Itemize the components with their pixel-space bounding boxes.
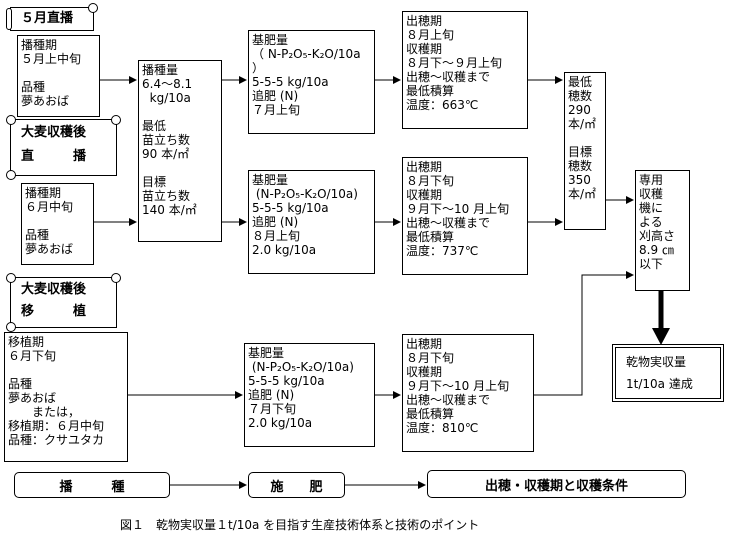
fertilizer-june-box: 基肥量 (N-P₂O₅-K₂O/10a) 5-5-5 kg/10a 追肥 (N)… — [248, 170, 375, 274]
sowing-june-box: 播種期 ６月中旬 品種 夢あおば — [21, 183, 94, 265]
transplant-box: 移植期 ６月下旬 品種 夢あおば または， 移植期：６月中旬 品種：クサユタカ — [4, 332, 128, 462]
arrow-heading-trans-to-harvester — [532, 271, 634, 396]
label-barley-direct-line1: 大麦収穫後 — [21, 125, 87, 140]
label-barley-direct-line2: 直 播 — [21, 149, 87, 164]
heading-transplant-box: 出穂期 ８月下旬 収穫期 ９月下～10 月上旬 出穂～収穫まで 最低積算 温度：… — [402, 334, 534, 452]
result-box: 乾物実収量 1t/10a 達成 — [612, 344, 724, 402]
seeding-rate-box: 播種量 6.4～8.1 kg/10a 最低 苗立ち数 90 本/㎡ 目標 苗立ち… — [138, 60, 222, 242]
arrow-head-result — [652, 328, 670, 345]
label-may-direct-text: ５月直播 — [21, 11, 74, 26]
ear-count-box: 最低 穂数 290 本/㎡ 目標 穂数 350 本/㎡ — [564, 72, 606, 230]
heading-june-box: 出穂期 ８月下旬 収穫期 ９月下～10 月上旬 出穂～収穫まで 最低積算 温度：… — [402, 157, 528, 275]
harvester-box: 専用 収穫 機に よる 刈高さ 8.9 ㎝ 以下 — [635, 170, 690, 291]
result-line2: 1t/10a 達成 — [626, 377, 693, 391]
fertilizer-may-box: 基肥量 （ N-P₂O₅-K₂O/10a ） 5-5-5 kg/10a 追肥 (… — [248, 30, 375, 134]
stage-sowing-text: 播 種 — [59, 479, 125, 495]
stage-sowing: 播 種 — [14, 472, 170, 498]
label-barley-transplant-line1: 大麦収穫後 — [21, 282, 87, 297]
figure-caption: 図１ 乾物実収量１t/10a を目指す生産技術体系と技術のポイント — [120, 518, 480, 532]
stage-fertilizer-text: 施 肥 — [270, 479, 323, 495]
stage-heading-harvest: 出穂・収穫期と収穫条件 — [427, 470, 686, 498]
label-may-direct: ５月直播 — [6, 3, 98, 31]
stage-fertilizer: 施 肥 — [248, 472, 345, 498]
fertilizer-transplant-box: 基肥量 (N-P₂O₅-K₂O/10a) 5-5-5 kg/10a 追肥 (N)… — [244, 343, 375, 447]
sowing-may-box: 播種期 ５月上中旬 品種 夢あおば — [17, 35, 100, 117]
label-barley-transplant-line2: 移 植 — [21, 304, 87, 319]
heading-may-box: 出穂期 ８月上旬 収穫期 ８月下～９月上旬 出穂～収穫まで 最低積算 温度：66… — [402, 11, 528, 129]
result-line1: 乾物実収量 — [626, 355, 687, 369]
label-barley-transplant: 大麦収穫後 移 植 — [6, 273, 121, 332]
stage-heading-harvest-text: 出穂・収穫期と収穫条件 — [484, 478, 628, 494]
label-barley-direct: 大麦収穫後 直 播 — [6, 115, 121, 180]
